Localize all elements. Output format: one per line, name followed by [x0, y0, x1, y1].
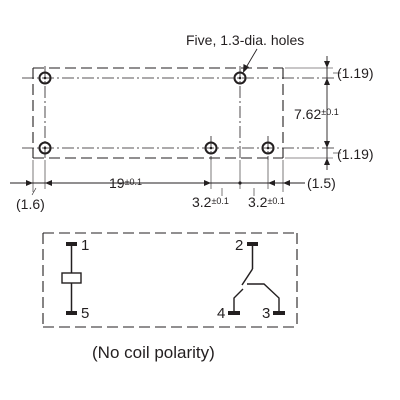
pin-4-label: 4 — [217, 305, 225, 322]
hole-4 — [204, 141, 218, 155]
pin-1-label: 1 — [81, 237, 89, 254]
horizontal-dimension — [10, 160, 305, 196]
dim-left-margin: (1.6) — [16, 196, 45, 212]
vertical-dimension — [285, 56, 341, 170]
schematic-outline — [42, 232, 298, 328]
hole-2 — [233, 71, 247, 85]
polarity-caption: (No coil polarity) — [92, 343, 215, 362]
pin-5-label: 5 — [81, 305, 89, 322]
hole-3 — [261, 141, 275, 155]
pin-3-label: 3 — [262, 305, 270, 322]
hole-centerlines — [22, 66, 334, 160]
note-leader — [243, 48, 258, 73]
dim-pitch-1: 3.2±0.1 — [192, 194, 229, 210]
coil-symbol — [61, 242, 82, 315]
package-outline — [32, 67, 284, 159]
pin-2-label: 2 — [235, 237, 243, 254]
holes-note: Five, 1.3-dia. holes — [186, 32, 304, 48]
dim-bottom-edge: (1.19) — [337, 146, 374, 162]
dim-pitch-2: 3.2±0.1 — [248, 194, 285, 210]
dim-span: 19±0.1 — [109, 175, 142, 191]
dim-top-edge: (1.19) — [337, 65, 374, 81]
hole-1 — [38, 71, 52, 85]
hole-5 — [38, 141, 52, 155]
switch-symbol — [228, 242, 285, 315]
dim-right-margin: (1.5) — [307, 175, 336, 191]
hole-layout: Five, 1.3-dia. holes (1.19) (1.19) 7.62±… — [10, 32, 374, 212]
dim-pitch-vertical: 7.62±0.1 — [294, 106, 339, 122]
schematic: 1 5 2 4 3 (No coil polarity) — [42, 232, 298, 362]
